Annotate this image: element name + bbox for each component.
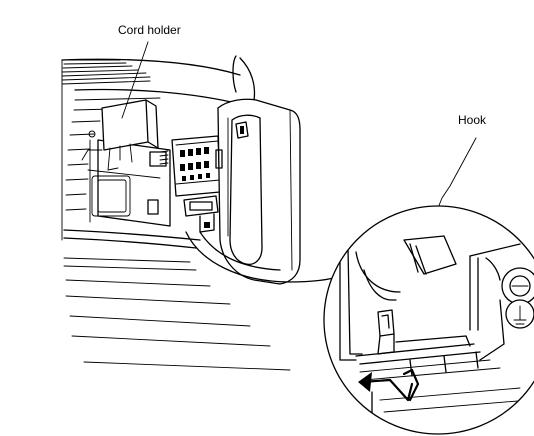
terminal-screws bbox=[180, 147, 210, 181]
indoor-unit-body bbox=[61, 58, 291, 371]
hook-part bbox=[377, 309, 395, 355]
cord-holder-label: Cord holder bbox=[118, 23, 181, 37]
hook-label: Hook bbox=[458, 113, 487, 127]
screw-icon bbox=[501, 267, 534, 305]
front-panel bbox=[215, 55, 301, 285]
cord-holder bbox=[81, 99, 159, 171]
inner-panel bbox=[87, 139, 171, 227]
magnify-connector bbox=[185, 231, 341, 283]
earth-terminal-icon bbox=[505, 299, 534, 329]
zoom-detail bbox=[323, 205, 534, 435]
direction-arrow-icon bbox=[358, 368, 420, 402]
top-grille bbox=[61, 59, 151, 85]
terminal-block bbox=[159, 135, 221, 233]
